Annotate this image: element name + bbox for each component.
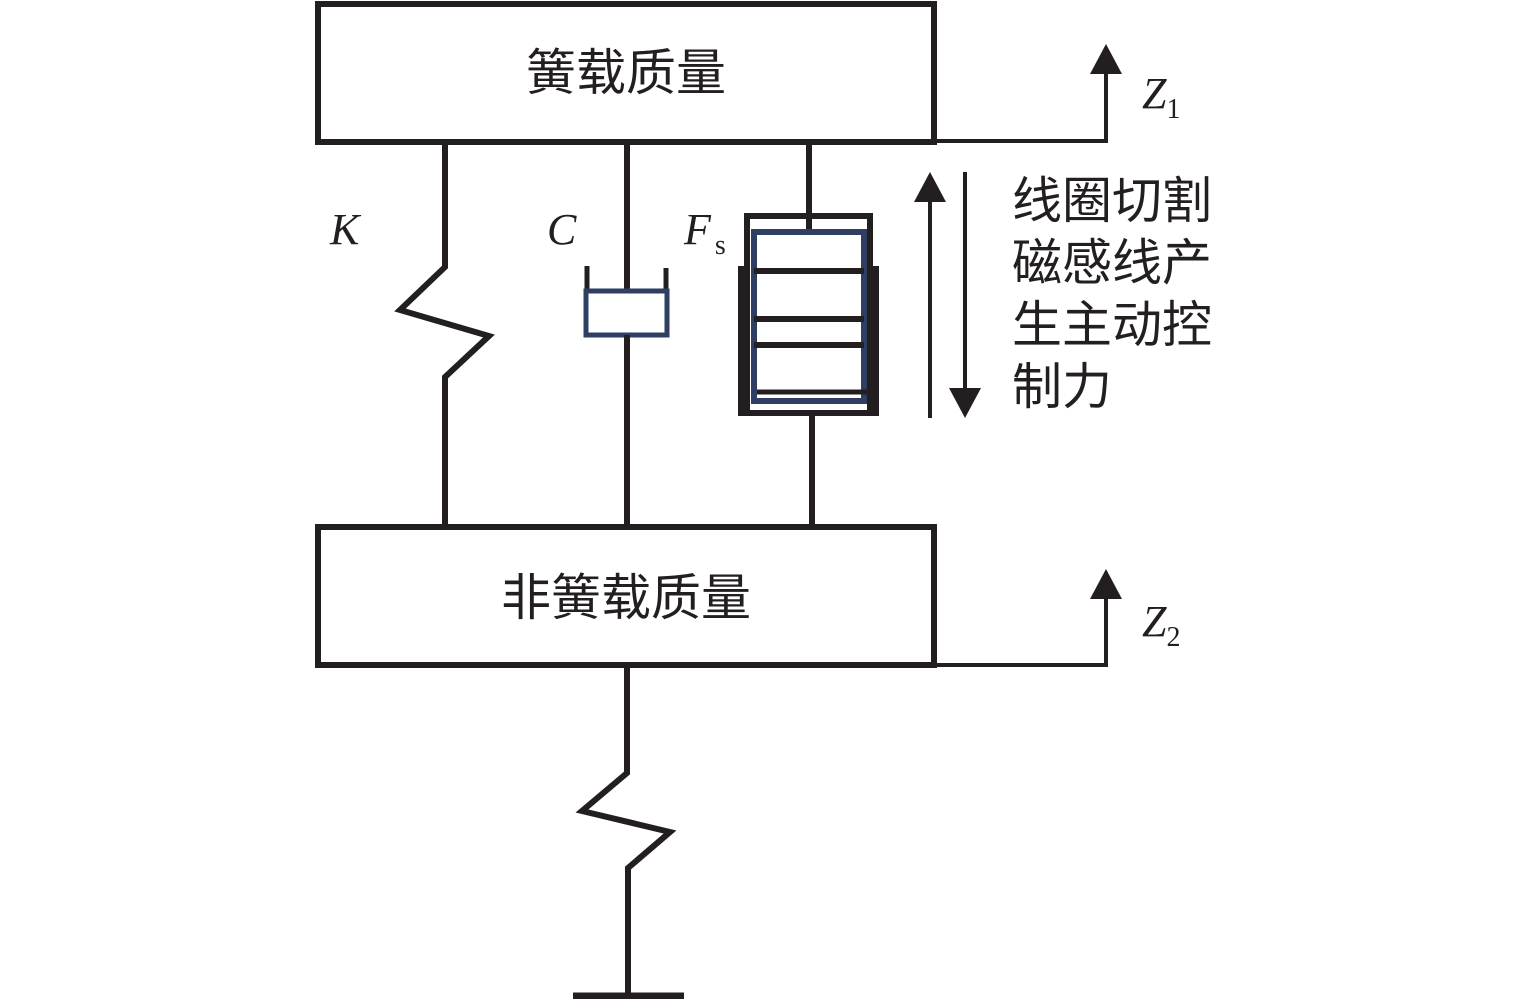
- arrow-down-icon: [949, 388, 981, 418]
- actuator-inner-frame: [744, 213, 873, 410]
- z1-displacement: Z1: [934, 44, 1180, 143]
- annotation-line-2: 磁感线产: [1012, 234, 1212, 292]
- z2-label: Z2: [1142, 597, 1180, 653]
- tire-spring: [573, 665, 684, 999]
- spring-k-coil: [394, 142, 495, 527]
- z2-symbol: Z: [1142, 597, 1167, 646]
- sprung-mass-box: [315, 1, 937, 145]
- z1-subscript: 1: [1166, 94, 1180, 125]
- damper-piston: [583, 288, 670, 338]
- unsprung-mass: 非簧载质量: [315, 524, 937, 668]
- unsprung-mass-box: [315, 524, 937, 668]
- sprung-mass: 簧载质量: [315, 1, 937, 145]
- z1-arrow-up-icon: [1090, 44, 1122, 74]
- fs-symbol: F: [683, 205, 712, 254]
- annotation-line-3: 生主动控: [1012, 296, 1212, 354]
- tire-spring-coil: [575, 665, 677, 996]
- arrow-up-icon: [914, 172, 946, 202]
- sprung-mass-label: 簧载质量: [526, 44, 726, 102]
- z2-subscript: 2: [1166, 622, 1180, 653]
- annotation-line-4: 制力: [1012, 358, 1112, 416]
- actuator-outer-frame: [738, 266, 879, 416]
- z1-label: Z1: [1142, 69, 1180, 125]
- spring-k-label: K: [329, 205, 362, 254]
- force-direction-arrows: [914, 172, 981, 418]
- z1-symbol: Z: [1142, 69, 1167, 118]
- z1-leader-line: [934, 72, 1108, 143]
- damper-c-label: C: [547, 205, 577, 254]
- actuator-annotation: 线圈切割 磁感线产 生主动控 制力: [1012, 172, 1212, 416]
- spring-k: K: [329, 142, 495, 527]
- fs-subscript: s: [715, 230, 726, 261]
- z2-arrow-up-icon: [1090, 569, 1122, 599]
- annotation-line-1: 线圈切割: [1012, 172, 1212, 230]
- z2-leader-line: [934, 596, 1108, 667]
- damper-c: C: [547, 142, 670, 527]
- unsprung-mass-label: 非簧载质量: [501, 569, 751, 627]
- z2-displacement: Z2: [934, 569, 1180, 667]
